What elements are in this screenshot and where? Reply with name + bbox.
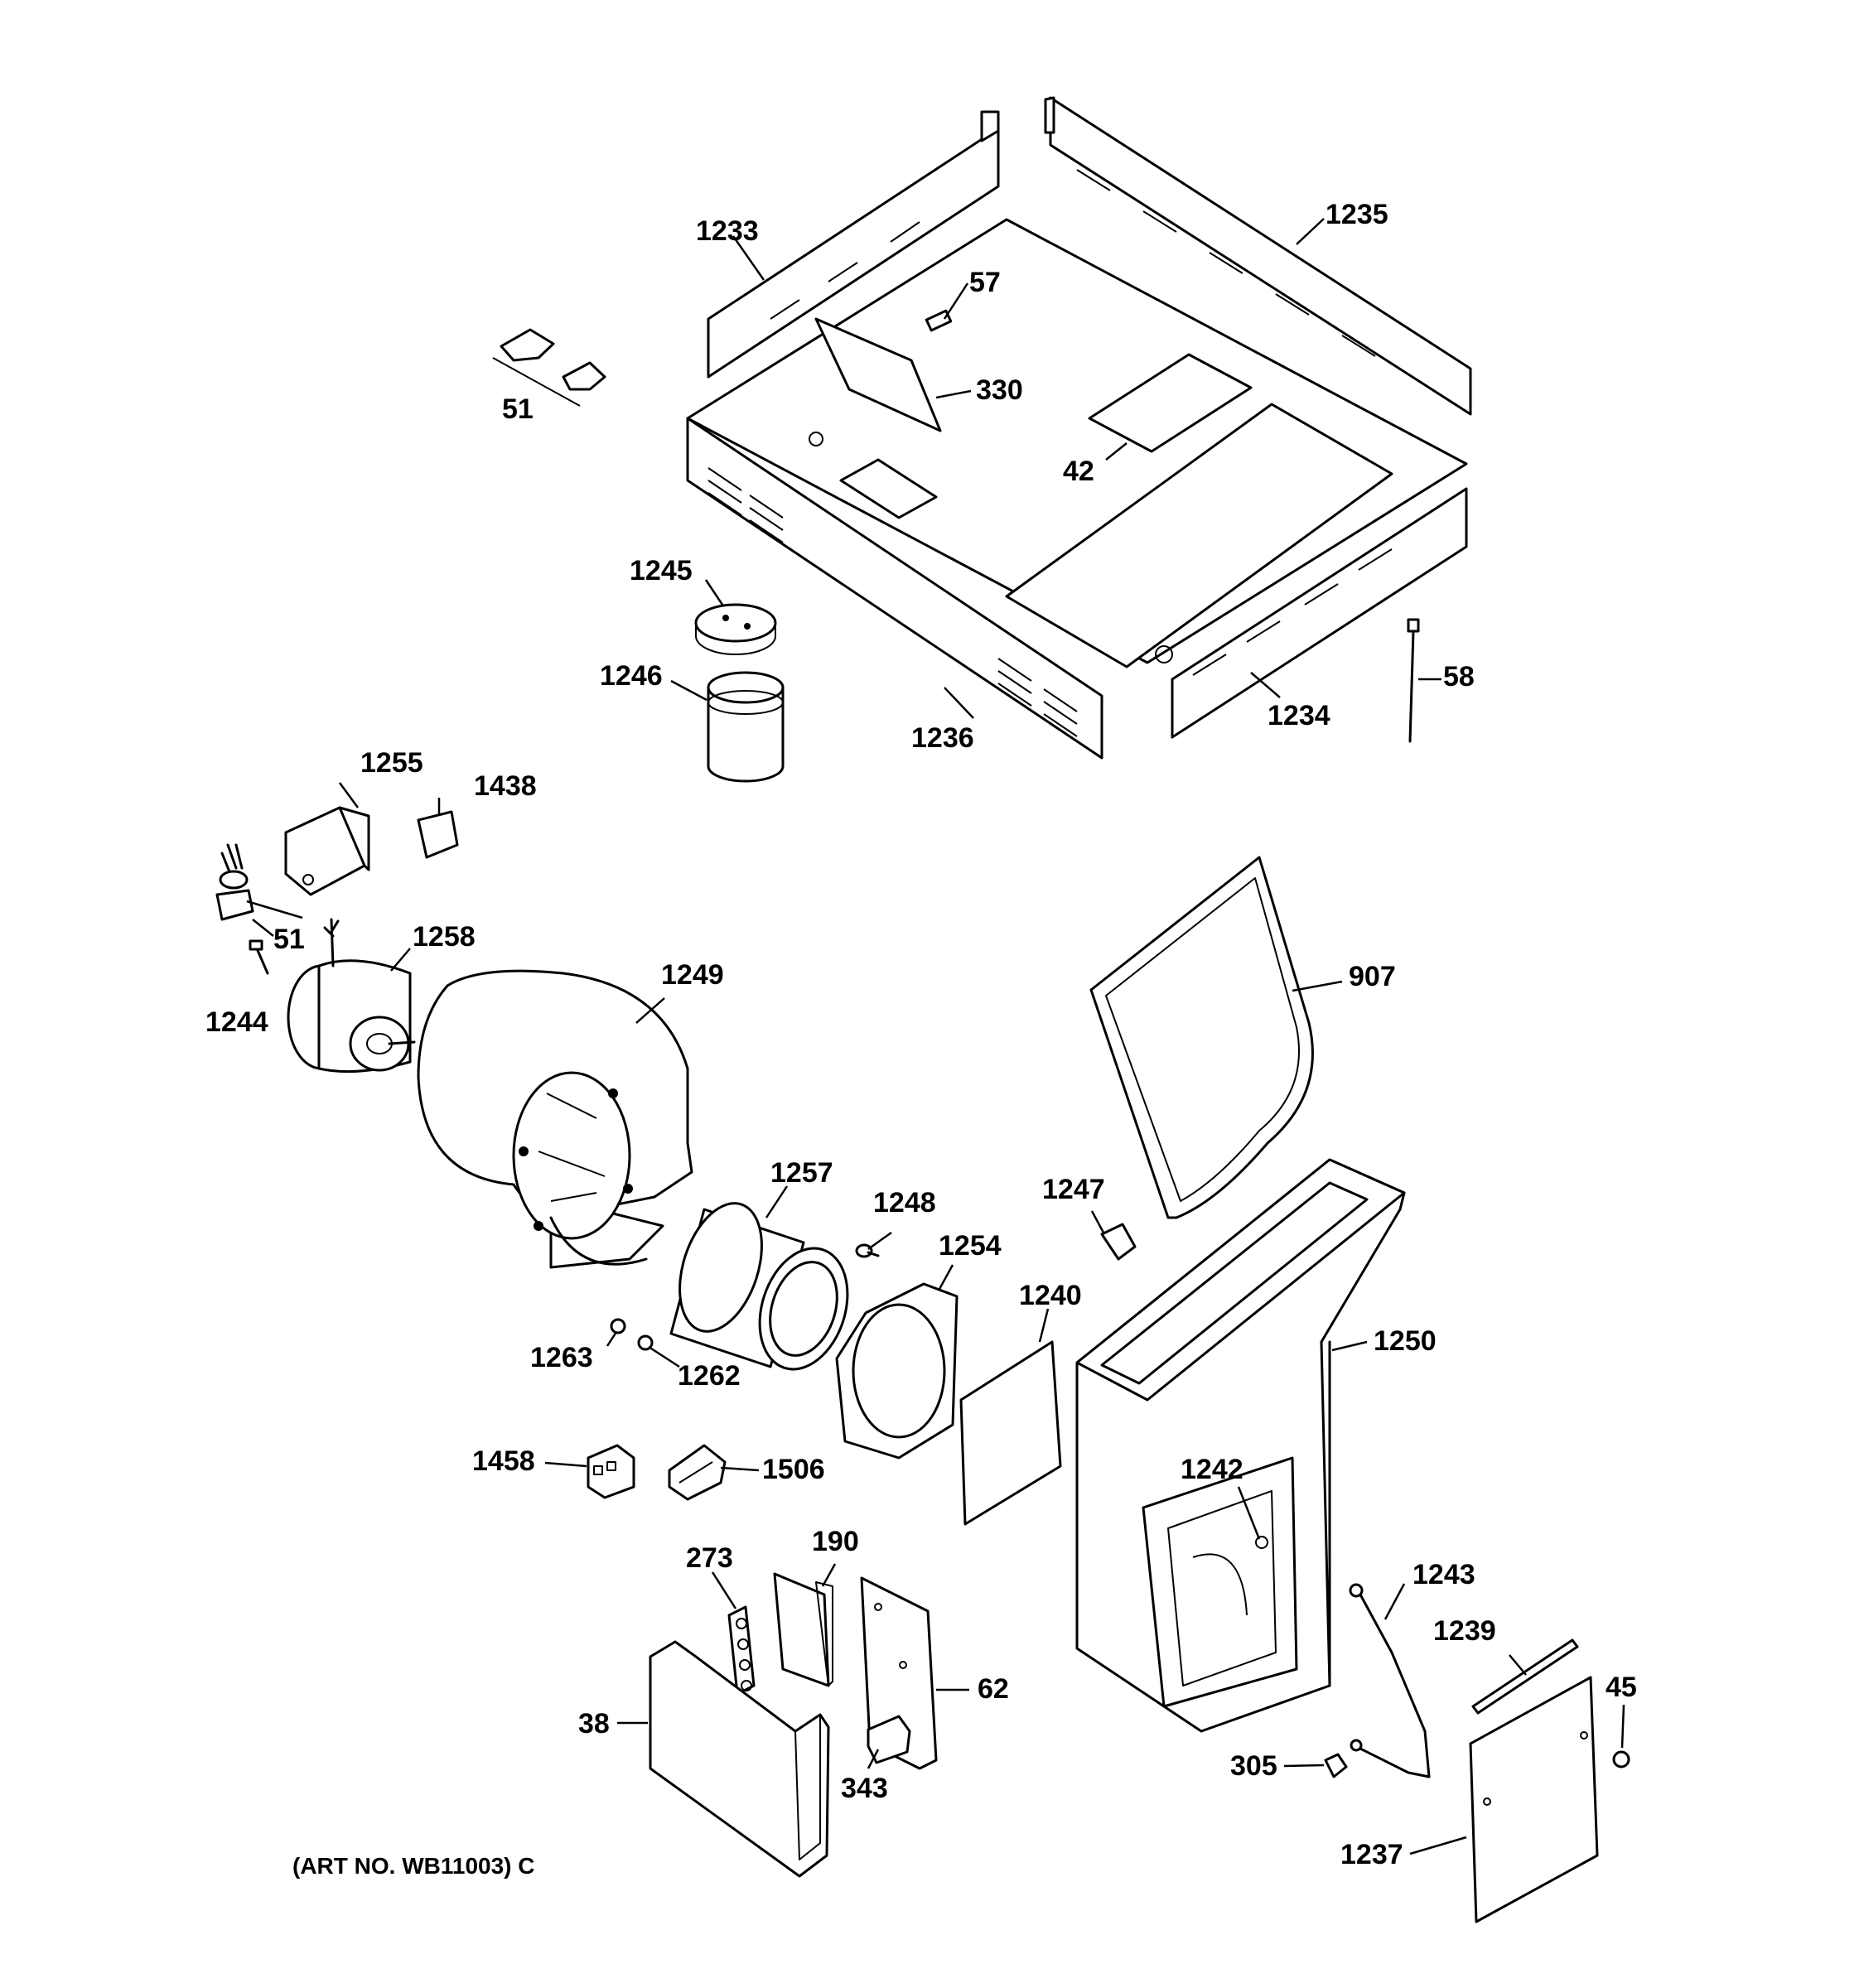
duct-1250 [1075,1158,1406,1733]
label-1245: 1245 [630,555,693,586]
label-51-mid: 51 [273,924,305,955]
blower-housing-1249 [417,969,693,1269]
label-38: 38 [578,1708,610,1740]
label-1257: 1257 [770,1157,833,1189]
connector-1506 [668,1444,727,1501]
nut-1263 [610,1318,626,1334]
filter-907 [1089,856,1314,1219]
front-panel-1236 [686,417,1103,760]
label-1237: 1237 [1340,1839,1403,1870]
label-1438: 1438 [474,770,537,802]
cover-38 [649,1640,830,1878]
label-1242: 1242 [1181,1454,1243,1485]
relay-343 [867,1715,911,1764]
label-58: 58 [1443,661,1475,692]
left-side-panel-1233 [707,127,1000,379]
label-1246: 1246 [600,660,663,692]
label-1247: 1247 [1042,1174,1105,1205]
terminal-block-273 [727,1605,756,1696]
label-1236: 1236 [911,722,974,754]
right-side-panel-1234 [1171,487,1468,739]
label-1233: 1233 [696,215,759,247]
base-pan-assembly [686,96,1472,760]
label-1234: 1234 [1268,700,1330,731]
cover-plate-42 [1088,353,1253,453]
motor-1258 [287,918,416,1074]
leader-lines [246,218,1625,1855]
label-42: 42 [1063,456,1094,487]
label-1506: 1506 [762,1454,825,1485]
label-51-top: 51 [502,393,534,425]
screw-1248 [855,1243,880,1258]
label-1243: 1243 [1412,1559,1475,1590]
control-board-62 [860,1576,938,1770]
label-190: 190 [812,1526,859,1557]
wire-harness-1243 [1349,1583,1431,1778]
nut-1262 [637,1334,654,1351]
label-1235: 1235 [1326,199,1388,230]
label-1458: 1458 [472,1445,535,1477]
mounting-plate [839,458,938,519]
label-1250: 1250 [1374,1325,1437,1357]
label-1262: 1262 [678,1360,741,1392]
strip-1239 [1471,1638,1579,1715]
label-1254: 1254 [939,1230,1002,1262]
art-number-caption: (ART NO. WB11003) C [292,1853,535,1879]
clip-57 [925,309,953,332]
part-labels: 51 1233 57 330 1235 42 1245 1246 1236 12… [205,199,1637,1879]
gasket-1254 [835,1282,959,1460]
label-1240: 1240 [1019,1280,1082,1311]
label-1244: 1244 [205,1006,268,1038]
bracket-1255 [284,806,370,896]
access-panel-1237 [1469,1676,1599,1923]
label-330: 330 [976,374,1023,406]
cap-1245 [694,603,777,655]
connector-1458 [587,1444,635,1499]
label-1258: 1258 [413,921,476,953]
label-907: 907 [1349,961,1396,992]
label-1248: 1248 [873,1187,936,1218]
raised-tray [1005,403,1393,668]
sensor-51 [215,843,254,921]
label-273: 273 [686,1542,733,1574]
label-1263: 1263 [530,1342,593,1373]
switch-1438 [417,810,459,859]
clip-305 [1324,1753,1348,1778]
screw-1244 [249,939,269,975]
label-1249: 1249 [661,959,724,991]
label-45: 45 [1606,1672,1637,1703]
blower-wheel-1257 [669,1202,849,1371]
cable-tie-58 [1407,618,1420,743]
label-57: 57 [969,267,1001,298]
bracket-330 [814,317,942,432]
label-1239: 1239 [1433,1615,1496,1647]
bracket-190 [773,1572,833,1687]
label-343: 343 [841,1773,888,1804]
screw-45 [1612,1750,1630,1768]
clips-51-top [492,328,606,407]
clip-1247 [1100,1223,1137,1261]
jar-1246 [707,671,785,783]
front-vent-slots [707,467,1078,737]
label-62: 62 [978,1673,1009,1705]
mesh-screen-1240 [959,1340,1062,1526]
label-305: 305 [1230,1750,1277,1782]
label-1255: 1255 [360,747,423,779]
